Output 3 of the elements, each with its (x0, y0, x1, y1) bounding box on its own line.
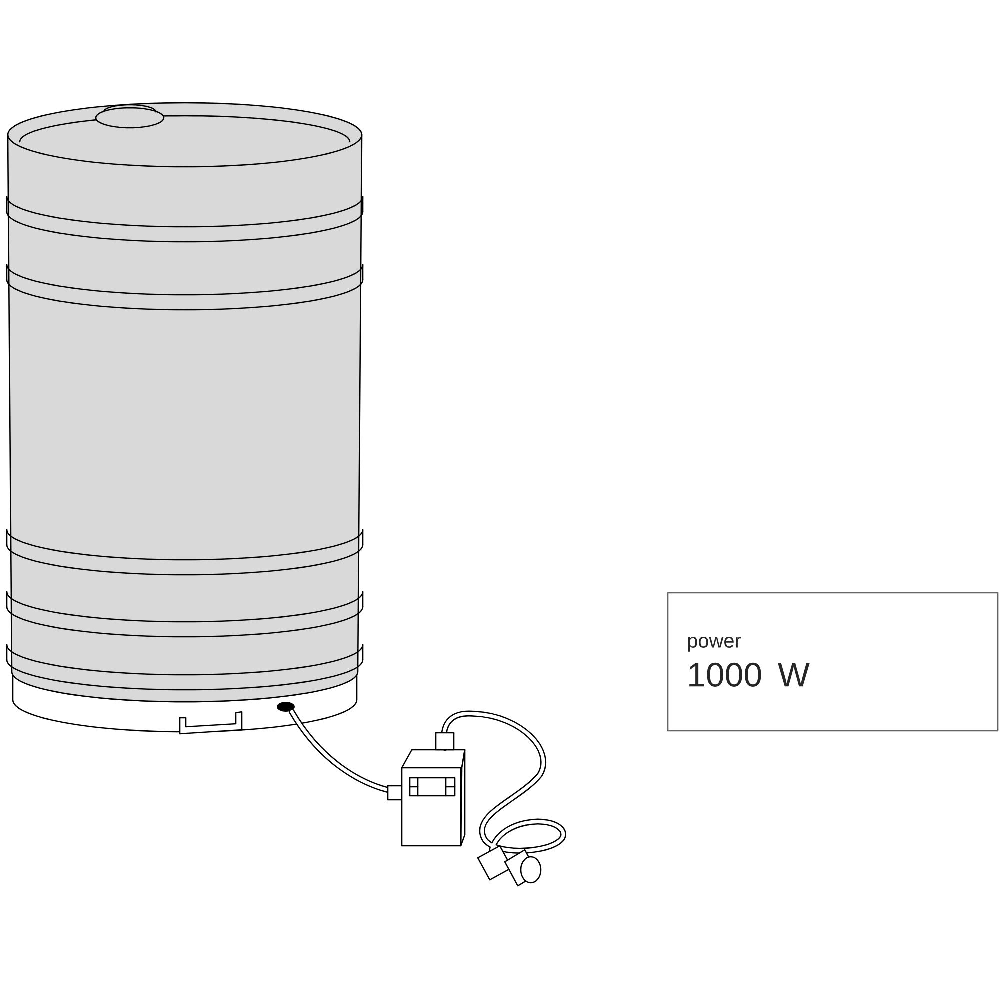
property-value: 1000 W (690, 662, 810, 687)
property-label: power (688, 637, 742, 652)
info-box (667, 592, 999, 732)
